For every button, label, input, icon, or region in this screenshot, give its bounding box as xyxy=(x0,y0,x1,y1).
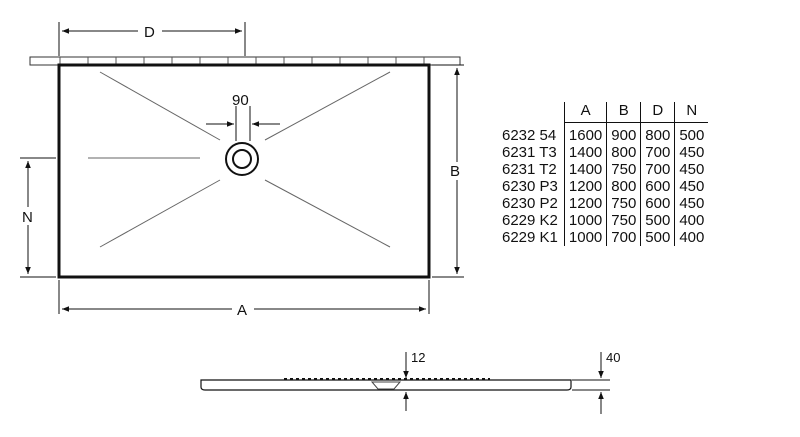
plan-view: 90 D A B N xyxy=(19,22,466,319)
table-cell-d: 600 xyxy=(640,195,675,212)
table-cell-a: 1000 xyxy=(563,212,607,229)
table-cell-b: 750 xyxy=(606,195,641,212)
table-cell-a: 1600 xyxy=(563,122,607,144)
table-cell-model: 6231 T2 xyxy=(502,161,557,178)
dim-d-label: D xyxy=(144,24,155,41)
dim-n-label: N xyxy=(22,209,33,226)
dimension-table: A B D N 6232 54 1600 900 800 500 6231 T3… xyxy=(498,102,709,246)
table-cell-d: 600 xyxy=(640,178,675,195)
table-cell-b: 800 xyxy=(606,178,641,195)
table-cell-d: 500 xyxy=(640,212,675,229)
table-header-model xyxy=(498,102,564,123)
table-cell-d: 700 xyxy=(640,161,675,178)
table-cell-b: 800 xyxy=(606,144,641,161)
table-row: 6229 K2 1000 750 500 400 xyxy=(498,212,709,229)
table-cell-model: 6231 T3 xyxy=(502,144,557,161)
table-cell-n: 400 xyxy=(674,229,709,246)
table-cell-d: 800 xyxy=(640,122,675,144)
table-header-b: B xyxy=(606,102,641,123)
dim-thickness-total xyxy=(572,352,610,414)
drain-width-label: 90 xyxy=(232,92,249,109)
table-row: 6232 54 1600 900 800 500 xyxy=(498,122,709,144)
dim-thickness-total-label: 40 xyxy=(606,350,620,365)
table-header-row: A B D N xyxy=(498,102,709,123)
table-cell-a: 1200 xyxy=(563,178,607,195)
dim-b-label: B xyxy=(450,163,460,180)
table-cell-a: 1400 xyxy=(563,144,607,161)
table-cell-d: 500 xyxy=(640,229,675,246)
table-cell-a: 1400 xyxy=(563,161,607,178)
table-cell-n: 400 xyxy=(674,212,709,229)
table-row: 6230 P3 1200 800 600 450 xyxy=(498,178,709,195)
drain xyxy=(206,106,280,176)
dim-thickness-edge-label: 12 xyxy=(411,350,425,365)
dim-a-label: A xyxy=(237,302,247,319)
table-cell-n: 450 xyxy=(674,161,709,178)
table-header-n: N xyxy=(674,102,709,123)
table-cell-model: 6232 54 xyxy=(502,126,557,144)
table-cell-model: 6229 K1 xyxy=(502,229,558,246)
table-cell-b: 750 xyxy=(606,161,641,178)
table-header-a: A xyxy=(563,102,607,123)
table-cell-n: 450 xyxy=(674,178,709,195)
table-cell-n: 450 xyxy=(674,144,709,161)
table-row: 6231 T2 1400 750 700 450 xyxy=(498,161,709,178)
table-cell-d: 700 xyxy=(640,144,675,161)
table-row: 6229 K1 1000 700 500 400 xyxy=(498,229,709,246)
table-cell-a: 1000 xyxy=(563,229,607,246)
table-cell-n: 500 xyxy=(674,122,709,144)
table-cell-b: 700 xyxy=(606,229,641,246)
table-cell-n: 450 xyxy=(674,195,709,212)
slope-lines xyxy=(88,71,391,248)
section-view: 12 40 xyxy=(200,350,620,414)
table-cell-a: 1200 xyxy=(563,195,607,212)
table-cell-b: 750 xyxy=(606,212,641,229)
table-header-d: D xyxy=(640,102,675,123)
table-row: 6230 P2 1200 750 600 450 xyxy=(498,195,709,212)
table-row: 6231 T3 1400 800 700 450 xyxy=(498,144,709,161)
table-cell-model: 6230 P2 xyxy=(502,195,558,212)
table-cell-model: 6229 K2 xyxy=(502,212,558,229)
table-cell-model: 6230 P3 xyxy=(502,178,558,195)
drain-recess xyxy=(370,381,402,390)
table-cell-b: 900 xyxy=(606,122,641,144)
